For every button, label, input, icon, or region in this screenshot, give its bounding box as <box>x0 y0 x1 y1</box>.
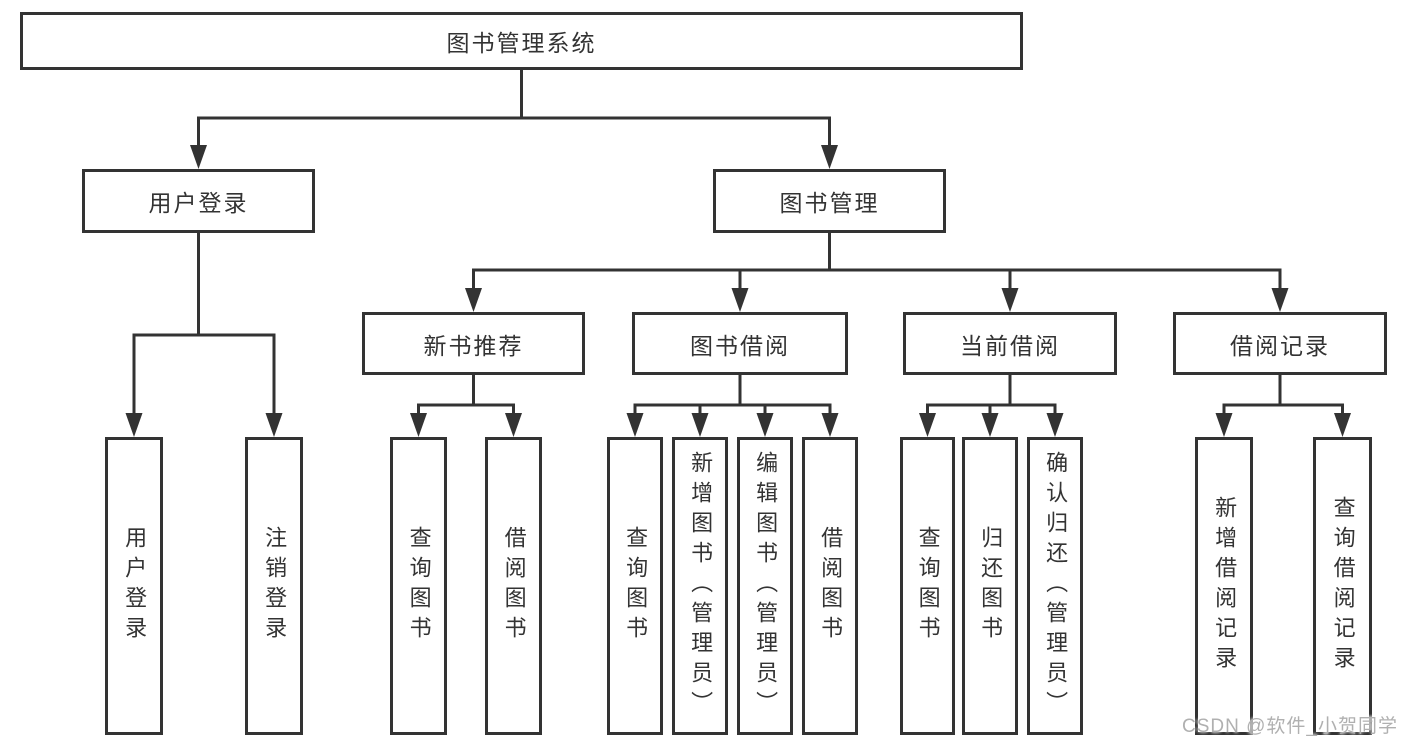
arrowhead <box>190 145 207 169</box>
arrowhead <box>265 413 283 437</box>
node-label-book-management: 图书管理 <box>779 190 880 216</box>
node-leaf-query-books-borrowing: 查询图书 <box>607 437 663 735</box>
node-label-new-book-recommend: 新书推荐 <box>423 332 524 359</box>
arrowhead <box>410 413 427 437</box>
node-label-leaf-borrow-books-recommend: 借阅图书 <box>501 526 527 646</box>
connector <box>197 68 831 153</box>
connector <box>472 231 1282 296</box>
node-library-system: 图书管理系统 <box>20 12 1023 70</box>
watermark: CSDN @软件_小贺同学 <box>1182 716 1398 737</box>
arrowhead <box>1271 288 1289 312</box>
node-leaf-user-login: 用户登录 <box>105 437 163 735</box>
node-label-leaf-query-books-recommend: 查询图书 <box>406 526 432 646</box>
arrowhead <box>505 413 522 437</box>
node-label-book-borrowing: 图书借阅 <box>690 332 790 359</box>
node-leaf-logout: 注销登录 <box>245 437 303 735</box>
node-label-leaf-return-books: 归还图书 <box>978 526 1004 646</box>
node-label-borrowing-records: 借阅记录 <box>1230 332 1330 359</box>
node-label-current-borrowing: 当前借阅 <box>960 332 1060 359</box>
node-leaf-borrow-books-recommend: 借阅图书 <box>485 437 542 735</box>
node-user-login: 用户登录 <box>82 169 315 233</box>
node-label-leaf-query-borrow-record: 查询借阅记录 <box>1330 496 1356 676</box>
arrowhead <box>981 413 999 437</box>
node-current-borrowing: 当前借阅 <box>903 312 1117 375</box>
node-leaf-query-books-current: 查询图书 <box>900 437 955 735</box>
node-leaf-query-borrow-record: 查询借阅记录 <box>1313 437 1372 735</box>
node-leaf-edit-book-admin: 编辑图书（管理员） <box>737 437 793 735</box>
node-borrowing-records: 借阅记录 <box>1173 312 1387 375</box>
arrowhead <box>821 413 839 437</box>
node-label-leaf-user-login: 用户登录 <box>122 526 148 646</box>
node-leaf-add-book-admin: 新增图书（管理员） <box>672 437 728 735</box>
arrowhead <box>1001 288 1019 312</box>
node-leaf-confirm-return-admin: 确认归还（管理员） <box>1027 437 1083 735</box>
arrowhead <box>756 413 774 437</box>
arrowhead <box>691 413 709 437</box>
node-label-leaf-confirm-return-admin: 确认归还（管理员） <box>1043 451 1069 721</box>
arrowhead <box>919 413 936 437</box>
arrowhead <box>821 145 838 169</box>
connector <box>1222 373 1344 421</box>
arrowhead <box>1046 413 1064 437</box>
node-label-user-login: 用户登录 <box>148 190 249 216</box>
node-label-leaf-query-books-borrowing: 查询图书 <box>623 526 649 646</box>
node-leaf-add-borrow-record: 新增借阅记录 <box>1195 437 1253 735</box>
node-label-library-system: 图书管理系统 <box>446 30 597 56</box>
node-label-leaf-add-book-admin: 新增图书（管理员） <box>688 451 714 721</box>
node-leaf-query-books-recommend: 查询图书 <box>390 437 447 735</box>
node-book-borrowing: 图书借阅 <box>632 312 848 375</box>
connector <box>417 373 515 421</box>
node-label-leaf-edit-book-admin: 编辑图书（管理员） <box>753 451 779 721</box>
arrowhead <box>465 288 482 312</box>
node-leaf-borrow-books-borrowing: 借阅图书 <box>802 437 858 735</box>
node-new-book-recommend: 新书推荐 <box>362 312 585 375</box>
connector <box>132 231 276 421</box>
node-leaf-return-books: 归还图书 <box>962 437 1018 735</box>
connector <box>633 373 832 421</box>
node-label-leaf-add-borrow-record: 新增借阅记录 <box>1212 496 1238 676</box>
node-label-leaf-borrow-books-borrowing: 借阅图书 <box>818 526 844 646</box>
arrowhead <box>626 413 644 437</box>
arrowhead <box>125 413 143 437</box>
node-label-leaf-query-books-current: 查询图书 <box>915 526 941 646</box>
arrowhead <box>1215 413 1233 437</box>
arrowhead <box>731 288 749 312</box>
node-book-management: 图书管理 <box>713 169 946 233</box>
connector <box>926 373 1057 421</box>
arrowhead <box>1334 413 1351 437</box>
node-label-leaf-logout: 注销登录 <box>262 526 288 646</box>
